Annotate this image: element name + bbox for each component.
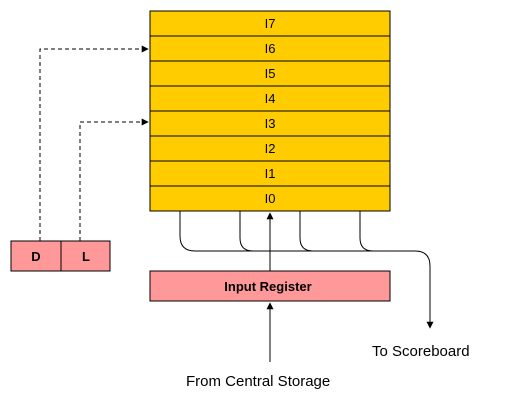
- register-stack: I7 I6 I5 I4 I3 I2 I1 I0: [149, 10, 391, 212]
- to-scoreboard-label: To Scoreboard: [372, 343, 470, 360]
- register-i5-label: I5: [265, 66, 276, 81]
- register-i3-label: I3: [265, 116, 276, 131]
- register-i6: [149, 35, 391, 62]
- register-i0: [149, 185, 391, 212]
- register-i2-label: I2: [265, 141, 276, 156]
- control-box: D L: [10, 240, 111, 272]
- register-i4-label: I4: [265, 91, 276, 106]
- register-i6-label: I6: [265, 41, 276, 56]
- scoreboard-bus-line: [179, 211, 434, 329]
- bus-tap-3: [299, 211, 314, 252]
- input-register-label: Input Register: [224, 279, 311, 294]
- d-pointer-arrow: [39, 45, 149, 241]
- l-label: L: [82, 249, 90, 264]
- d-cell: [10, 240, 62, 272]
- l-cell: [60, 240, 111, 272]
- register-i7: [149, 10, 391, 37]
- register-i7-label: I7: [265, 16, 276, 31]
- from-central-storage-label: From Central Storage: [186, 373, 330, 390]
- register-i2: [149, 135, 391, 162]
- d-label: D: [31, 249, 40, 264]
- input-register-box: [149, 270, 391, 302]
- register-i0-label: I0: [265, 191, 276, 206]
- register-i4: [149, 85, 391, 112]
- scoreboard-bus: [179, 211, 434, 329]
- bus-tap-2: [239, 211, 254, 252]
- bus-tap-4: [359, 211, 374, 252]
- l-pointer-arrow: [79, 118, 149, 241]
- register-i1-label: I1: [265, 166, 276, 181]
